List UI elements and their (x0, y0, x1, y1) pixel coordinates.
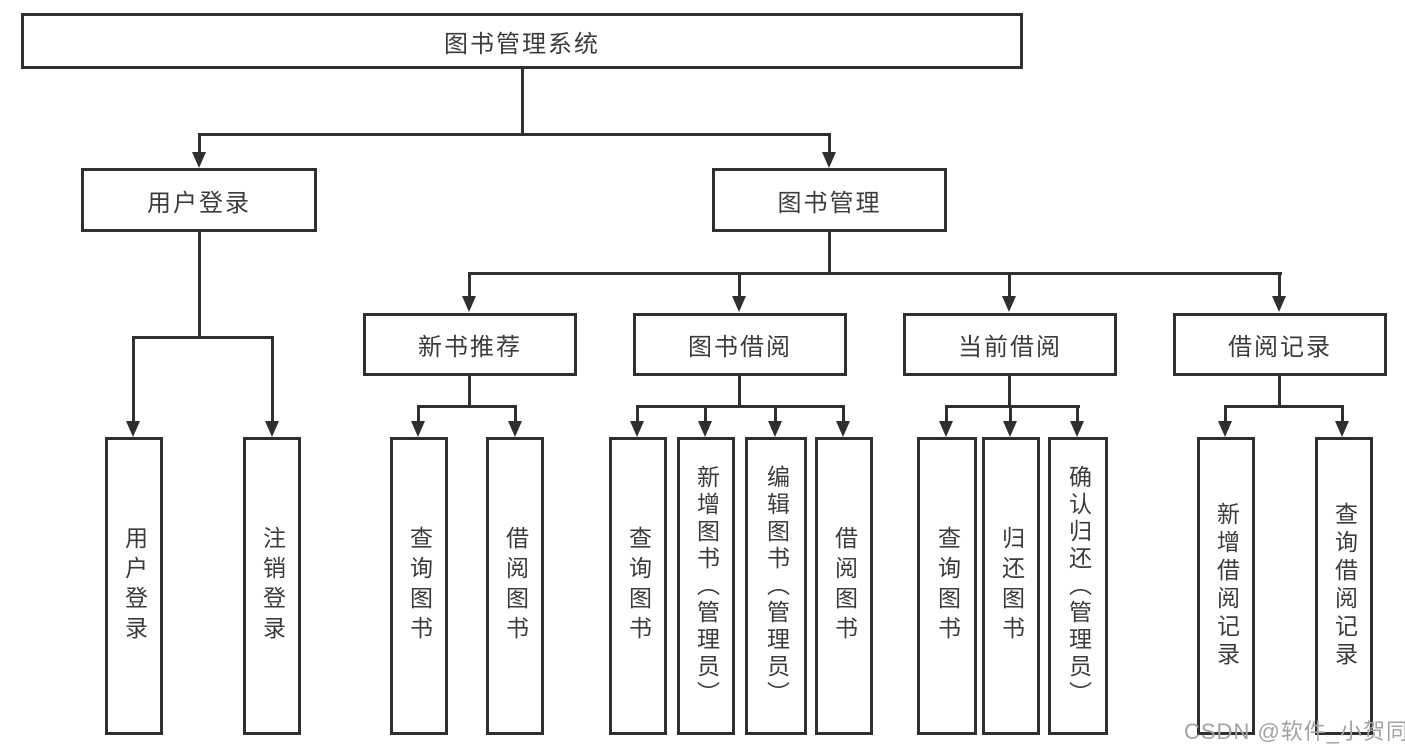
connector-borrowrecords-l2 (1341, 405, 1344, 423)
arrowhead-currentborrow-l1 (939, 421, 953, 437)
connector-borrowrecords-stem (1278, 376, 1281, 407)
arrowhead-leaf-login (126, 421, 140, 437)
leaf-records-add: 新增借阅记录 (1197, 437, 1255, 735)
leaf-newbooks-query: 查询图书 (390, 437, 448, 735)
arrowhead-leaf-logout (265, 421, 279, 437)
leaf-borrow-edit-admin: 编辑图书（管理员） (745, 437, 807, 735)
arrowhead-bookborrow-l4 (836, 421, 850, 437)
leaf-borrow-add-admin: 新增图书（管理员） (677, 437, 735, 735)
connector-to-user-login (198, 133, 201, 155)
connector-root-stem (521, 69, 524, 133)
connector-currentborrow-stem (1008, 376, 1011, 407)
arrowhead-bookborrow-l1 (630, 421, 644, 437)
arrowhead-bookborrow (732, 296, 746, 312)
connector-userlogin-stem (198, 232, 201, 339)
arrowhead-newbooks (462, 296, 476, 312)
leaf-current-return: 归还图书 (982, 437, 1040, 735)
leaf-logout: 注销登录 (243, 437, 301, 735)
connector-userlogin-split (132, 336, 274, 339)
leaf-user-login: 用户登录 (105, 437, 163, 735)
leaf-records-query: 查询借阅记录 (1315, 437, 1373, 735)
leaf-current-confirm-admin: 确认归还（管理员） (1048, 437, 1108, 735)
connector-currentborrow-split (945, 405, 1080, 408)
arrowhead-book-mgmt (822, 152, 836, 168)
connector-bookborrow-l4 (842, 405, 845, 423)
connector-to-leaf-login (132, 336, 135, 424)
connector-to-borrowrecords (1278, 272, 1281, 300)
arrowhead-borrowrecords (1272, 296, 1286, 312)
connector-bookborrow-l1 (636, 405, 639, 423)
connector-newbooks-l1 (417, 405, 420, 423)
connector-bookborrow-l2 (704, 405, 707, 423)
connector-currentborrow-l1 (945, 405, 948, 423)
connector-bookborrow-stem (738, 376, 741, 407)
leaf-borrow-borrow: 借阅图书 (815, 437, 873, 735)
arrowhead-currentborrow-l3 (1070, 421, 1084, 437)
connector-to-leaf-logout (271, 336, 274, 424)
connector-newbooks-stem (468, 376, 471, 407)
leaf-newbooks-borrow: 借阅图书 (486, 437, 544, 735)
arrowhead-borrowrecords-l1 (1218, 421, 1232, 437)
arrowhead-bookborrow-l3 (768, 421, 782, 437)
connector-bookborrow-split (636, 405, 845, 408)
connector-bookmgmt-split (468, 272, 1282, 275)
node-current-borrow: 当前借阅 (903, 313, 1117, 376)
connector-currentborrow-l3 (1076, 405, 1079, 423)
connector-borrowrecords-l1 (1224, 405, 1227, 423)
connector-newbooks-l2 (514, 405, 517, 423)
node-new-book-recommend: 新书推荐 (363, 313, 577, 376)
arrowhead-bookborrow-l2 (698, 421, 712, 437)
connector-to-newbooks (468, 272, 471, 300)
arrowhead-currentborrow-l2 (1003, 421, 1017, 437)
leaf-current-query: 查询图书 (917, 437, 977, 735)
arrowhead-user-login (192, 152, 206, 168)
connector-bookborrow-l3 (774, 405, 777, 423)
connector-bookmgmt-stem (828, 232, 831, 275)
csdn-watermark: CSDN @软件_小贺同学 (1184, 719, 1405, 744)
arrowhead-currentborrow (1002, 296, 1016, 312)
node-borrow-records: 借阅记录 (1173, 313, 1387, 376)
connector-to-book-mgmt (828, 133, 831, 155)
node-book-borrow: 图书借阅 (633, 313, 847, 376)
node-book-management: 图书管理 (712, 168, 947, 232)
connector-newbooks-split (417, 405, 517, 408)
node-user-login: 用户登录 (81, 168, 317, 232)
leaf-borrow-query: 查询图书 (609, 437, 667, 735)
arrowhead-newbooks-l1 (411, 421, 425, 437)
connector-to-currentborrow (1008, 272, 1011, 300)
connector-currentborrow-l2 (1009, 405, 1012, 423)
connector-root-split (198, 133, 831, 136)
node-root: 图书管理系统 (21, 13, 1023, 69)
connector-borrowrecords-split (1224, 405, 1344, 408)
arrowhead-borrowrecords-l2 (1335, 421, 1349, 437)
arrowhead-newbooks-l2 (508, 421, 522, 437)
connector-to-bookborrow (738, 272, 741, 300)
